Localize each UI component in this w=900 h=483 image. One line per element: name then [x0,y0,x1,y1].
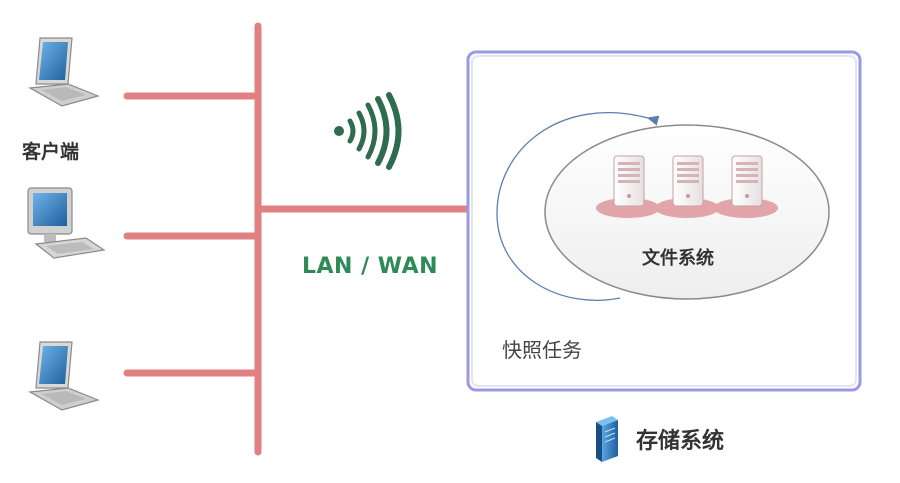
client-label: 客户端 [22,141,80,163]
server-tower-icon [655,155,719,218]
desktop-computer-icon [27,187,106,259]
server-tower-icon [714,155,778,218]
snapshot-task-label: 快照任务 [502,338,582,362]
laptop-icon [28,37,100,107]
snapshot-arrow [496,112,660,301]
server-tower-icon [596,155,660,218]
storage-system-label: 存储系统 [636,429,725,454]
laptop-icon [28,341,100,411]
wireless-signal-icon [334,92,402,170]
network-label: LAN / WAN [302,254,439,279]
storage-server-icon [596,416,618,462]
file-system-label: 文件系统 [642,248,714,269]
network-bus [123,22,470,456]
